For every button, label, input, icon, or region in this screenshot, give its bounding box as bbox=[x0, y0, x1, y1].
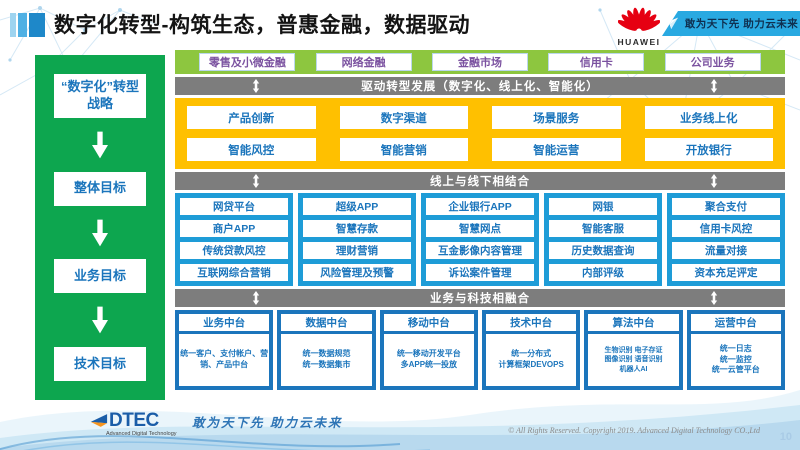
platform-title: 算法中台 bbox=[588, 314, 679, 331]
double-arrow-icon bbox=[253, 291, 260, 305]
online-offline-label: 线上与线下相结合 bbox=[430, 176, 530, 188]
biz-tech-bar: 业务与科技相融合 bbox=[175, 289, 785, 307]
footer-slogan: 敢为天下先 助力云未来 bbox=[192, 416, 343, 430]
application-column: 网贷平台 商户APP 传统贷款风控 互联网综合营销 bbox=[175, 193, 293, 286]
business-lines-row: 零售及小微金融 网络金融 金融市场 信用卡 公司业务 bbox=[175, 50, 785, 74]
business-line-box: 网络金融 bbox=[315, 53, 412, 71]
sidebar-item-overall-goal: 整体目标 bbox=[54, 171, 146, 206]
application-box: 商户APP bbox=[180, 220, 288, 237]
slogan-banner: 敢为天下先 助力云未来 bbox=[662, 11, 800, 36]
sidebar-item-business-goal: 业务目标 bbox=[54, 259, 146, 294]
application-box: 诉讼案件管理 bbox=[426, 264, 534, 281]
platform-title: 数据中台 bbox=[281, 314, 372, 331]
platform-detail: 统一日志 统一监控 统一云管平台 bbox=[690, 334, 781, 386]
platform-title: 运营中台 bbox=[690, 314, 781, 331]
platforms-row: 业务中台 统一客户、支付帐户、营销、产品中台 数据中台 统一数据规范 统一数据集… bbox=[175, 310, 785, 390]
capability-box: 业务线上化 bbox=[644, 106, 773, 129]
double-arrow-icon bbox=[710, 291, 717, 305]
platform-column: 数据中台 统一数据规范 统一数据集市 bbox=[277, 310, 376, 390]
application-box: 聚合支付 bbox=[672, 198, 780, 215]
application-box: 风险管理及预警 bbox=[303, 264, 411, 281]
drive-transform-label: 驱动转型发展（数字化、线上化、智能化） bbox=[361, 81, 599, 93]
main-architecture: 零售及小微金融 网络金融 金融市场 信用卡 公司业务 驱动转型发展（数字化、线上… bbox=[175, 50, 785, 390]
application-column: 超级APP 智慧存款 理财营销 风险管理及预警 bbox=[298, 193, 416, 286]
dtec-arrow-icon bbox=[90, 414, 108, 427]
application-box: 历史数据查询 bbox=[549, 242, 657, 259]
application-box: 网贷平台 bbox=[180, 198, 288, 215]
platform-detail: 统一客户、支付帐户、营销、产品中台 bbox=[179, 334, 270, 386]
application-box: 资本充足评定 bbox=[672, 264, 780, 281]
capability-box: 智能运营 bbox=[492, 138, 621, 161]
application-box: 智慧存款 bbox=[303, 220, 411, 237]
huawei-logo: HUAWEI bbox=[612, 3, 666, 47]
application-column: 网银 智能客服 历史数据查询 内部评级 bbox=[544, 193, 662, 286]
online-offline-bar: 线上与线下相结合 bbox=[175, 172, 785, 190]
strategy-sidebar: “数字化”转型战略 整体目标 业务目标 技术目标 bbox=[35, 55, 165, 400]
sidebar-item-tech-goal: 技术目标 bbox=[54, 347, 146, 382]
application-box: 流量对接 bbox=[672, 242, 780, 259]
application-box: 理财营销 bbox=[303, 242, 411, 259]
platform-detail: 统一移动开发平台 多APP统一投放 bbox=[383, 334, 474, 386]
capability-box: 智能营销 bbox=[339, 138, 468, 161]
down-arrow-icon bbox=[92, 219, 108, 246]
platform-detail: 统一分布式 计算框架DEVOPS bbox=[485, 334, 577, 386]
application-box: 信用卡风控 bbox=[672, 220, 780, 237]
application-box: 智慧网点 bbox=[426, 220, 534, 237]
paper-plane-icon bbox=[664, 17, 678, 30]
business-line-box: 信用卡 bbox=[548, 53, 645, 71]
dtec-wordmark: DTEC bbox=[109, 410, 159, 431]
application-column: 企业银行APP 智慧网点 互金影像内容管理 诉讼案件管理 bbox=[421, 193, 539, 286]
application-box: 网银 bbox=[549, 198, 657, 215]
banner-slogan: 敢为天下先 助力云未来 bbox=[684, 18, 799, 30]
platform-detail: 统一数据规范 统一数据集市 bbox=[281, 334, 372, 386]
platform-title: 移动中台 bbox=[383, 314, 474, 331]
platform-column: 算法中台 生物识别 电子存证 图像识别 语音识别 机器人AI bbox=[584, 310, 683, 390]
double-arrow-icon bbox=[253, 174, 260, 188]
business-line-box: 零售及小微金融 bbox=[199, 53, 296, 71]
huawei-flower-icon bbox=[617, 7, 661, 31]
application-box: 智能客服 bbox=[549, 220, 657, 237]
down-arrow-icon bbox=[92, 131, 108, 159]
capability-box: 数字渠道 bbox=[339, 106, 468, 129]
double-arrow-icon bbox=[710, 174, 717, 188]
application-grid: 网贷平台 商户APP 传统贷款风控 互联网综合营销 超级APP 智慧存款 理财营… bbox=[175, 193, 785, 286]
dtec-caption: Advanced Digital Technology bbox=[106, 431, 177, 437]
application-box: 内部评级 bbox=[549, 264, 657, 281]
down-arrow-icon bbox=[92, 306, 108, 334]
capability-box: 智能风控 bbox=[187, 138, 316, 161]
application-box: 互金影像内容管理 bbox=[426, 242, 534, 259]
platform-column: 移动中台 统一移动开发平台 多APP统一投放 bbox=[379, 310, 478, 390]
page-number: 10 bbox=[779, 431, 792, 443]
drive-transform-bar: 驱动转型发展（数字化、线上化、智能化） bbox=[175, 77, 785, 95]
title-accent bbox=[10, 13, 45, 37]
huawei-wordmark: HUAWEI bbox=[617, 37, 661, 47]
business-line-box: 金融市场 bbox=[431, 53, 528, 71]
platform-title: 业务中台 bbox=[179, 314, 270, 331]
application-box: 超级APP bbox=[303, 198, 411, 215]
application-column: 聚合支付 信用卡风控 流量对接 资本充足评定 bbox=[667, 193, 785, 286]
business-line-box: 公司业务 bbox=[664, 53, 761, 71]
application-box: 传统贷款风控 bbox=[180, 242, 288, 259]
copyright-text: © All Rights Reserved. Copyright 2019. A… bbox=[508, 426, 760, 435]
double-arrow-icon bbox=[253, 79, 260, 93]
platform-column: 技术中台 统一分布式 计算框架DEVOPS bbox=[481, 310, 581, 390]
capability-panel: 产品创新 数字渠道 场景服务 业务线上化 智能风控 智能营销 智能运营 开放银行 bbox=[175, 98, 785, 169]
application-box: 互联网综合营销 bbox=[180, 264, 288, 281]
platform-column: 业务中台 统一客户、支付帐户、营销、产品中台 bbox=[175, 310, 274, 390]
platform-column: 运营中台 统一日志 统一监控 统一云管平台 bbox=[686, 310, 785, 390]
capability-box: 场景服务 bbox=[492, 106, 621, 129]
platform-title: 技术中台 bbox=[485, 314, 577, 331]
sidebar-item-strategy: “数字化”转型战略 bbox=[54, 73, 146, 118]
biz-tech-label: 业务与科技相融合 bbox=[430, 293, 530, 305]
page-title: 数字化转型-构筑生态，普惠金融，数据驱动 bbox=[54, 14, 470, 37]
dtec-logo: DTEC Advanced Digital Technology bbox=[88, 411, 188, 437]
double-arrow-icon bbox=[710, 79, 717, 93]
capability-box: 产品创新 bbox=[187, 106, 316, 129]
application-box: 企业银行APP bbox=[426, 198, 534, 215]
capability-box: 开放银行 bbox=[644, 138, 773, 161]
platform-detail: 生物识别 电子存证 图像识别 语音识别 机器人AI bbox=[588, 334, 679, 386]
